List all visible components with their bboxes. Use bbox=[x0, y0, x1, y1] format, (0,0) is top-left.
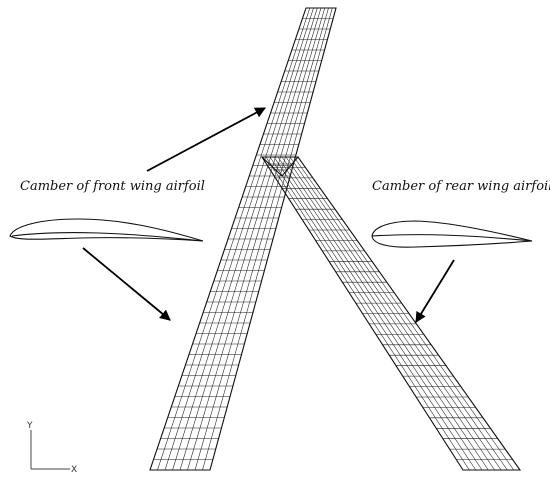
rear-airfoil-section bbox=[371, 220, 533, 248]
mesh-chord-line bbox=[187, 7, 326, 471]
mesh-chord-line bbox=[273, 156, 483, 471]
arrow-front-to-lower-wing bbox=[82, 247, 171, 321]
mesh-chord-line bbox=[285, 156, 502, 471]
front-airfoil-section bbox=[9, 218, 204, 242]
mesh-chord-line bbox=[179, 7, 322, 471]
rear-wing-mesh bbox=[260, 156, 522, 471]
mesh-chord-line bbox=[269, 156, 476, 471]
x-axis-label: X bbox=[71, 465, 77, 475]
mesh-chord-line bbox=[164, 7, 314, 471]
wing-junction bbox=[260, 156, 300, 177]
arrow-front-to-upper-wing bbox=[146, 107, 266, 172]
mesh-chord-line bbox=[172, 7, 318, 471]
axis-triad: Y X bbox=[26, 421, 77, 475]
mesh-chord-line bbox=[277, 156, 489, 471]
mesh-outline bbox=[149, 7, 337, 471]
y-axis-label: Y bbox=[26, 421, 33, 431]
mesh-chord-line bbox=[281, 156, 495, 471]
mesh-chord-line bbox=[293, 156, 514, 471]
mesh-chord-line bbox=[202, 7, 333, 471]
front-wing-caption: Camber of front wing airfoil bbox=[20, 179, 205, 194]
arrow-rear-to-wing bbox=[415, 259, 455, 323]
mesh-chord-line bbox=[157, 7, 311, 471]
mesh-chord-line bbox=[289, 156, 508, 471]
mesh-chord-line bbox=[265, 156, 470, 471]
mesh-chord-line bbox=[194, 7, 329, 471]
front-wing-mesh bbox=[149, 7, 337, 471]
rear-wing-caption: Camber of rear wing airfoil bbox=[372, 179, 550, 194]
